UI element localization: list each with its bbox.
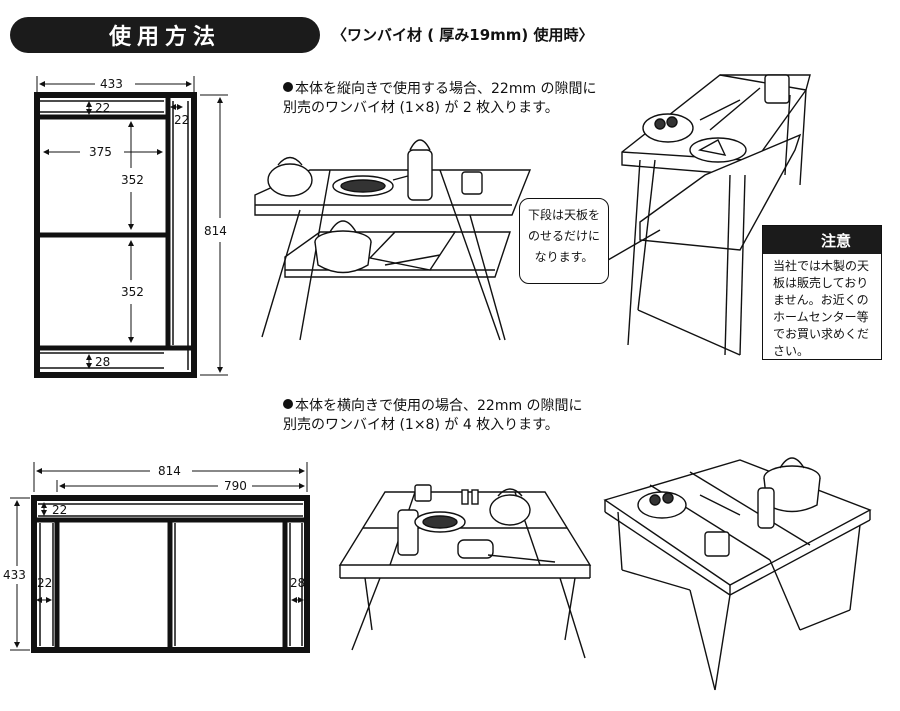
table-illustration-vertical-2 — [621, 74, 811, 356]
dim-vertical-height: 814 — [204, 224, 227, 238]
dim-horizontal-height: 433 — [3, 568, 26, 582]
horizontal-frame-diagram — [31, 495, 310, 653]
callout-line3: なります。 — [534, 250, 594, 264]
vertical-note-line1: 本体を縦向きで使用する場合、22mm の隙間に — [295, 81, 597, 97]
table-illustration-horizontal-1 — [338, 484, 592, 659]
callout-pointer — [607, 229, 661, 261]
vertical-frame-diagram — [34, 92, 197, 378]
callout-line2: のせるだけに — [527, 229, 600, 243]
warning-text: 当社では木製の天 板は販売しており ません。お近くの ホームセンター等 でお買い… — [763, 254, 881, 360]
horizontal-note-line2: 別売のワンバイ材 (1×8) が 4 枚入ります。 — [283, 417, 559, 433]
warning-title: 注意 — [820, 231, 851, 250]
dim-horizontal-left-gap: 22 — [37, 576, 53, 590]
dim-horizontal-width: 814 — [158, 464, 181, 478]
warning-line: ホームセンター等 — [773, 310, 869, 324]
horizontal-dimension-lines — [10, 462, 308, 651]
dim-vertical-top-gap: 22 — [95, 101, 111, 115]
dim-horizontal-top-gap: 22 — [52, 503, 68, 517]
callout-line1: 下段は天板を — [527, 208, 600, 222]
table-illustration-vertical-1 — [254, 139, 532, 341]
vertical-note-line2: 別売のワンバイ材 (1×8) が 2 枚入ります。 — [283, 100, 559, 116]
section-title: 使用方法 — [10, 17, 320, 53]
warning-box: 注意 当社では木製の天 板は販売しており ません。お近くの ホームセンター等 で… — [762, 225, 882, 360]
dim-vertical-side-gap: 22 — [174, 113, 190, 127]
bullet-icon — [283, 399, 293, 409]
lower-shelf-callout: 下段は天板を のせるだけに なります。 — [519, 198, 609, 284]
dim-horizontal-right-gap: 28 — [290, 576, 306, 590]
dim-vertical-inner-width: 375 — [89, 145, 112, 159]
warning-line: さい。 — [773, 344, 810, 358]
dim-vertical-upper-height: 352 — [121, 173, 144, 187]
vertical-dimension-lines — [36, 76, 228, 376]
dim-horizontal-inner-width: 790 — [224, 479, 247, 493]
warning-line: 板は販売しており — [773, 276, 869, 290]
warning-header: 注意 — [763, 226, 881, 254]
warning-line: 当社では木製の天 — [773, 259, 870, 273]
dim-vertical-lower-height: 352 — [121, 285, 144, 299]
warning-line: でお買い求めくだ — [773, 327, 870, 341]
table-illustration-horizontal-2 — [603, 457, 872, 691]
dim-vertical-width: 433 — [100, 77, 123, 91]
vertical-usage-note: 本体を縦向きで使用する場合、22mm の隙間に 別売のワンバイ材 (1×8) が… — [283, 80, 597, 118]
warning-line: ません。お近くの — [773, 293, 869, 307]
horizontal-note-line1: 本体を横向きで使用の場合、22mm の隙間に — [295, 398, 583, 414]
bullet-icon — [283, 82, 293, 92]
section-subtitle: 〈ワンバイ材 ( 厚み19mm) 使用時〉 — [332, 26, 594, 44]
horizontal-usage-note: 本体を横向きで使用の場合、22mm の隙間に 別売のワンバイ材 (1×8) が … — [283, 397, 583, 435]
dim-vertical-bottom-gap: 28 — [95, 355, 111, 369]
